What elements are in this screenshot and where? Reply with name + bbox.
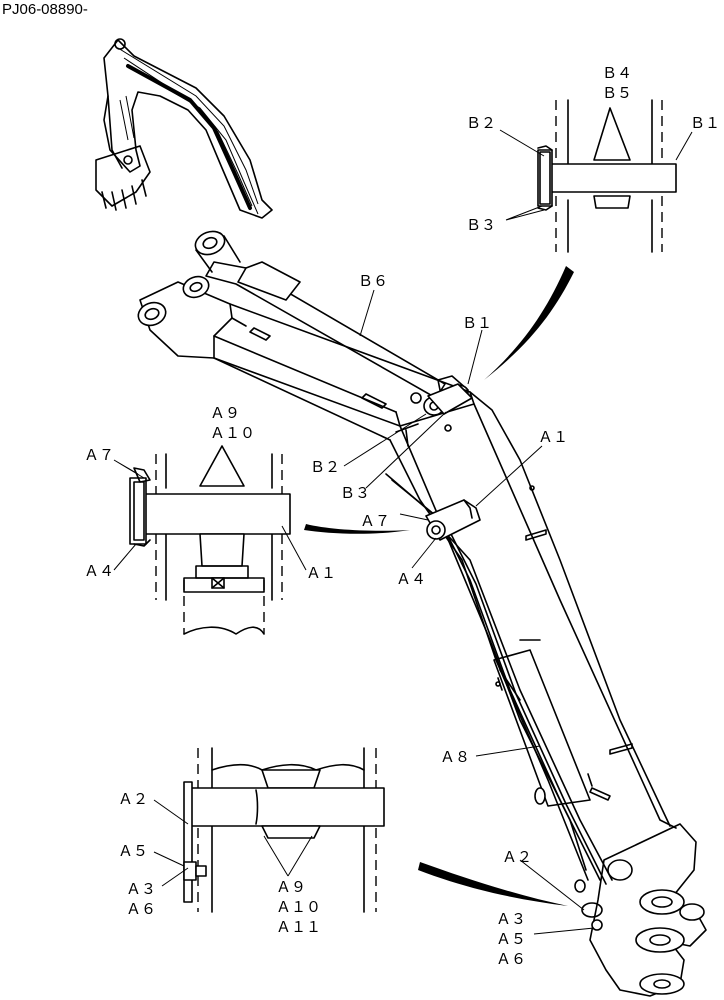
label-a3-detail: Ａ３ — [126, 880, 156, 898]
callout-wedge-a-lower — [418, 862, 568, 906]
callout-wedge-a-upper — [304, 524, 410, 534]
boom-body — [137, 275, 677, 893]
label-b2-main: Ｂ２ — [310, 458, 340, 476]
label-a7-main: Ａ７ — [360, 512, 390, 530]
label-a9-lower: Ａ９ — [276, 878, 306, 896]
label-b1-detail: Ｂ１ — [690, 114, 720, 132]
label-a8: Ａ８ — [440, 748, 470, 766]
label-a9-upper: Ａ９ — [210, 404, 240, 422]
label-b5: Ｂ５ — [602, 84, 632, 102]
label-b4: Ｂ４ — [602, 64, 632, 82]
overview-thumbnail — [95, 38, 273, 219]
document-code: PJ06-08890- — [2, 1, 88, 18]
clamp-a-upper — [425, 499, 481, 541]
label-a1-detail: Ａ１ — [306, 564, 336, 582]
label-a6-detail: Ａ６ — [126, 900, 156, 918]
label-a4-detail: Ａ４ — [84, 562, 114, 580]
detail-a-lower — [183, 747, 385, 913]
label-a10-lower: Ａ１０ — [276, 898, 321, 916]
label-a5-detail: Ａ５ — [118, 842, 148, 860]
callout-wedge-b — [484, 266, 574, 380]
clamp-b-upper — [423, 383, 473, 416]
arm-bracket — [581, 823, 707, 997]
label-a3-main: Ａ３ — [496, 910, 526, 928]
label-a10-upper: Ａ１０ — [210, 424, 255, 442]
boom-assembly — [137, 230, 707, 997]
part-labels: Ｂ４ Ｂ５ Ｂ２ Ｂ１ Ｂ３ Ｂ６ Ｂ１ Ｂ２ Ｂ３ Ａ１ Ａ７ Ａ４ Ａ８ Ａ… — [84, 64, 720, 968]
detail-a-upper — [129, 445, 291, 635]
label-a7-detail: Ａ７ — [84, 446, 114, 464]
label-a5-main: Ａ５ — [496, 930, 526, 948]
label-b3-detail: Ｂ３ — [466, 216, 496, 234]
leader-lines — [113, 129, 693, 935]
label-a1-main: Ａ１ — [538, 428, 568, 446]
label-b2-detail: Ｂ２ — [466, 114, 496, 132]
label-a11-lower: Ａ１１ — [276, 918, 321, 936]
label-b6: Ｂ６ — [358, 272, 388, 290]
label-a4-main: Ａ４ — [396, 570, 426, 588]
label-a2-main: Ａ２ — [502, 848, 532, 866]
label-b1-main: Ｂ１ — [462, 314, 492, 332]
detail-b — [537, 99, 677, 253]
label-b3-main: Ｂ３ — [340, 484, 370, 502]
label-a6-main: Ａ６ — [496, 950, 526, 968]
label-a2-detail: Ａ２ — [118, 790, 148, 808]
